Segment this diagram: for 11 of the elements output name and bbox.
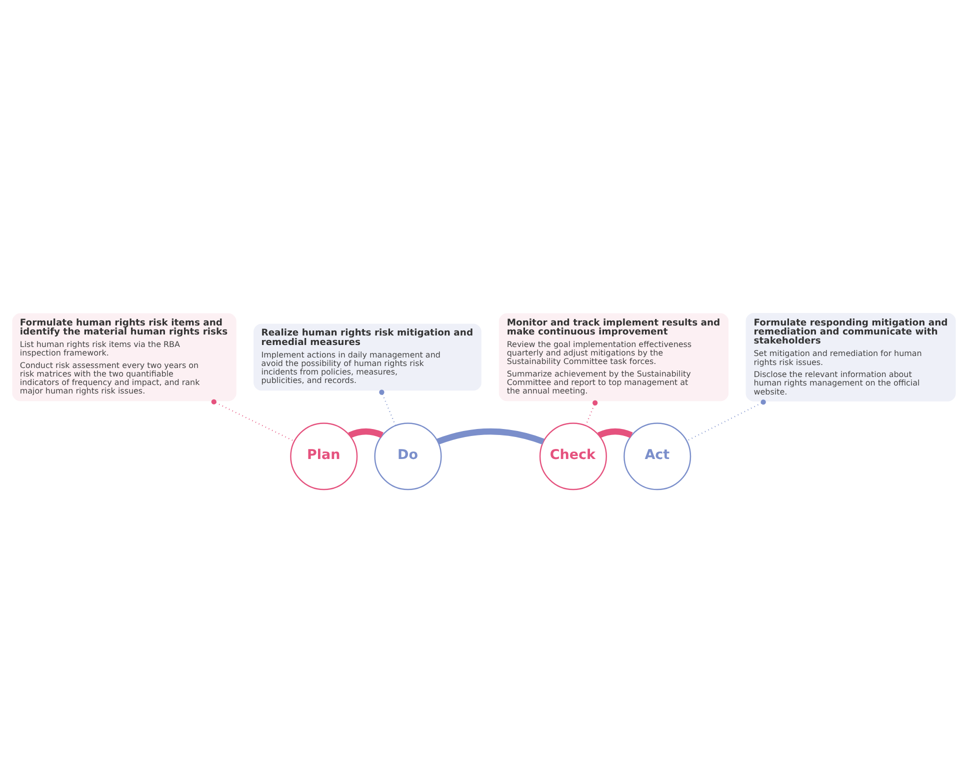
connector <box>585 400 598 426</box>
connector <box>436 428 544 445</box>
connector <box>598 428 633 438</box>
node-circle: Do <box>374 422 442 490</box>
node-circle: Act <box>624 422 692 490</box>
connector <box>379 390 396 426</box>
node-circle: Check <box>539 422 607 490</box>
connector <box>686 400 766 442</box>
connector <box>348 428 384 438</box>
node-circle: Plan <box>290 422 358 490</box>
connector <box>211 399 295 442</box>
